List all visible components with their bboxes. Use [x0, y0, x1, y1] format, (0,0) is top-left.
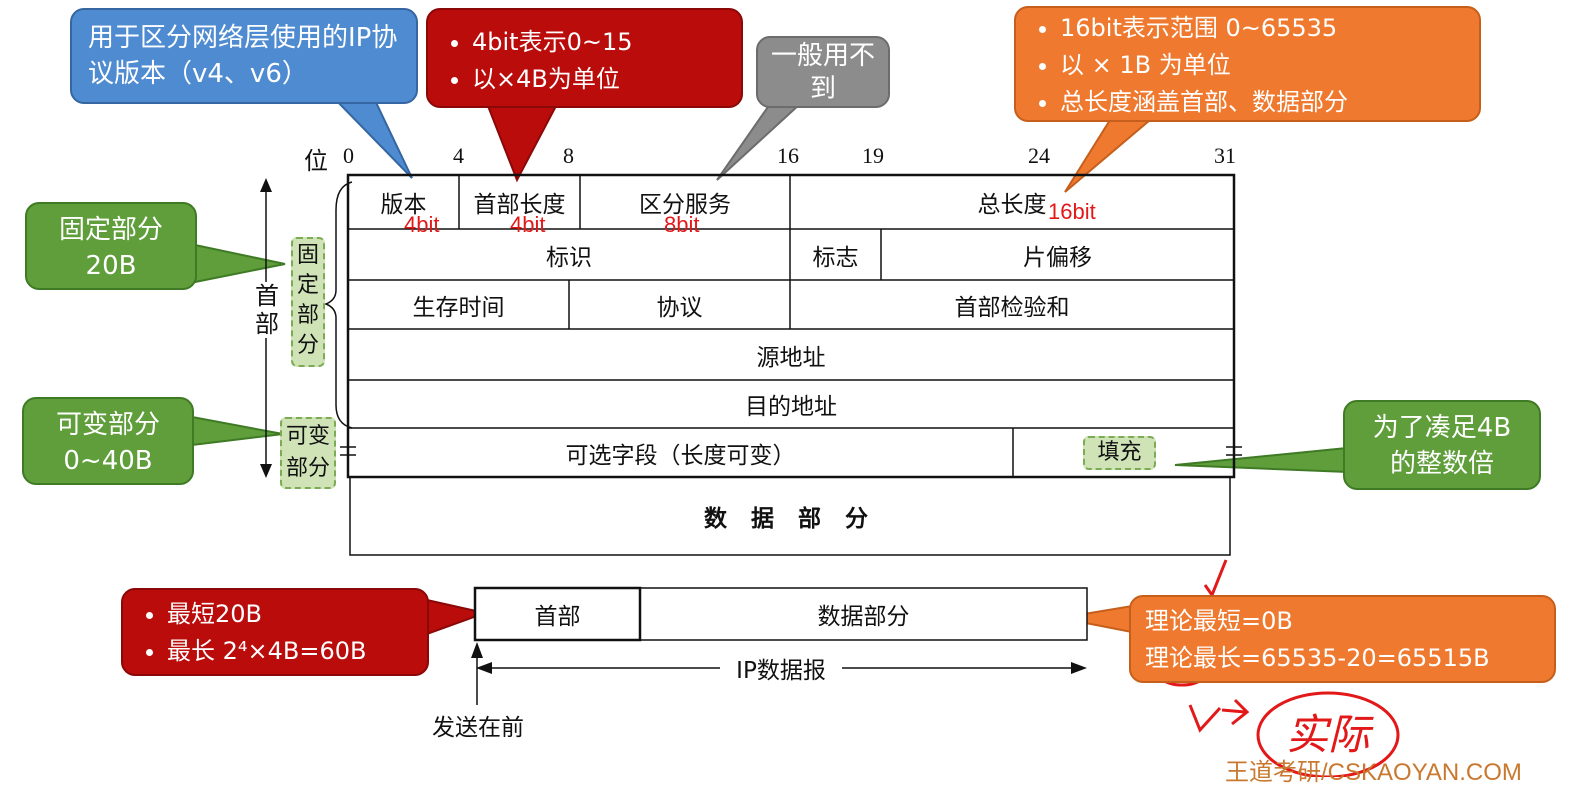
- field-destination-address: 目的地址: [348, 380, 1234, 428]
- packet-header-box: [473, 586, 642, 642]
- field-total-length-label: 总长度: [977, 192, 1047, 218]
- field-version-label: 版本: [380, 192, 427, 218]
- hlen-callout: 4bit表示0~15 以×4B为单位: [426, 8, 743, 108]
- field-flags-label: 标志: [812, 244, 859, 271]
- field-total-length: 总长度: [790, 175, 1234, 229]
- field-header-length: 首部长度: [459, 175, 580, 229]
- hlen-line-2: 以×4B为单位: [472, 61, 741, 98]
- send-first-label: 发送在前: [418, 708, 538, 742]
- hlen-callout-tail: [486, 105, 558, 183]
- field-destination-address-label: 目的地址: [745, 394, 837, 420]
- totlen-callout: 16bit表示范围 0~65535 以 × 1B 为单位 总长度涵盖首部、数据部…: [1014, 6, 1481, 122]
- field-checksum: 首部检验和: [790, 280, 1234, 329]
- field-source-address-label: 源地址: [756, 344, 826, 371]
- fixed-line-2: 20B: [85, 251, 137, 281]
- header-size-callout: 最短20B 最长 2⁴×4B=60B: [121, 588, 429, 676]
- handwritten-note: 实际: [1285, 710, 1370, 759]
- padding-callout-tail: [1174, 446, 1348, 474]
- field-padding-label: 填充: [1097, 440, 1142, 465]
- data-box: [349, 476, 1231, 556]
- field-options-label: 可选字段（长度可变）: [565, 442, 796, 469]
- tos-callout-text: 一般用不到: [770, 41, 875, 104]
- bits-version: 4bit: [404, 212, 440, 237]
- send-first-label-text: 发送在前: [432, 715, 524, 741]
- field-fragment-offset: 片偏移: [881, 229, 1234, 280]
- field-flags: 标志: [790, 229, 881, 280]
- datagram-label: IP数据报: [720, 652, 842, 684]
- hlen-line-1: 4bit表示0~15: [472, 24, 741, 61]
- tick-8: 8: [563, 143, 574, 168]
- bits-header-length: 4bit: [510, 212, 546, 237]
- field-tos-label: 区分服务: [639, 192, 731, 218]
- field-protocol-label: 协议: [656, 294, 703, 321]
- field-tos: 区分服务: [580, 175, 790, 229]
- padding-line-2: 的整数倍: [1389, 449, 1494, 479]
- field-checksum-label: 首部检验和: [954, 294, 1070, 321]
- field-padding: 填充: [1083, 436, 1156, 470]
- tick-0: 0: [343, 143, 354, 168]
- totlen-line-2: 以 × 1B 为单位: [1060, 47, 1479, 84]
- field-options: 可选字段（长度可变）: [348, 428, 1013, 477]
- tick-4: 4: [453, 143, 464, 168]
- padding-line-1: 为了凑足4B: [1372, 413, 1512, 443]
- tos-callout: 一般用不到: [756, 36, 890, 108]
- field-identification-label: 标识: [546, 244, 592, 271]
- fixed-callout-tail: [194, 243, 286, 284]
- totlen-line-3: 总长度涵盖首部、数据部分: [1060, 84, 1479, 121]
- datagram-label-text: IP数据报: [736, 658, 826, 684]
- variable-tag: 可变部分: [280, 417, 336, 489]
- fixed-brace: [323, 181, 353, 429]
- tick-19: 19: [862, 143, 884, 168]
- theory-line-1: 理论最短=0B: [1145, 607, 1293, 635]
- field-protocol: 协议: [569, 280, 790, 329]
- tick-24: 24: [1028, 143, 1050, 168]
- theory-line-2: 理论最长=65535-20=65515B: [1145, 644, 1490, 672]
- field-version: 版本: [348, 175, 459, 229]
- packet-header: 首部: [475, 588, 640, 640]
- bits-tos: 8bit: [664, 212, 700, 237]
- tick-31: 31: [1214, 143, 1236, 168]
- variable-line-1: 可变部分: [55, 410, 160, 440]
- bits-total-length: 16bit: [1048, 199, 1096, 224]
- bit-axis-label: 位: [304, 149, 328, 175]
- field-source-address: 源地址: [348, 329, 1234, 380]
- fixed-callout: 固定部分 20B: [25, 202, 197, 290]
- watermark: 王道考研/CSKAOYAN.COM: [1225, 759, 1522, 786]
- version-callout: 用于区分网络层使用的IP协议版本（v4、v6）: [70, 8, 418, 104]
- variable-callout-tail: [191, 415, 284, 447]
- padding-callout: 为了凑足4B 的整数倍: [1343, 400, 1541, 490]
- fixed-tag: 固定部分: [291, 237, 325, 367]
- packet-box: [474, 587, 1088, 641]
- field-identification: 标识: [348, 229, 790, 280]
- header-size-line-2: 最长 2⁴×4B=60B: [167, 633, 427, 670]
- field-fragment-offset-label: 片偏移: [1023, 244, 1092, 271]
- header-size-line-1: 最短20B: [167, 596, 427, 633]
- field-data-label: 数 据 部 分: [703, 506, 877, 532]
- variable-line-2: 0~40B: [63, 446, 153, 476]
- packet-data-label: 数据部分: [817, 604, 910, 630]
- tick-16: 16: [777, 143, 799, 168]
- field-ttl: 生存时间: [348, 280, 569, 329]
- head-label: 首部: [254, 282, 280, 338]
- packet-data: 数据部分: [640, 588, 1087, 640]
- version-callout-text: 用于区分网络层使用的IP协议版本（v4、v6）: [88, 23, 398, 89]
- field-data: 数 据 部 分: [350, 477, 1230, 555]
- totlen-line-1: 16bit表示范围 0~65535: [1060, 10, 1479, 47]
- field-header-length-label: 首部长度: [473, 192, 566, 218]
- handwritten-check: [1203, 559, 1228, 599]
- theory-callout: 理论最短=0B 理论最长=65535-20=65515B: [1129, 595, 1556, 683]
- fixed-line-1: 固定部分: [58, 215, 163, 245]
- handwritten-circle: [1256, 691, 1400, 777]
- field-ttl-label: 生存时间: [412, 294, 505, 321]
- variable-callout: 可变部分 0~40B: [22, 397, 194, 485]
- packet-header-label: 首部: [534, 604, 581, 630]
